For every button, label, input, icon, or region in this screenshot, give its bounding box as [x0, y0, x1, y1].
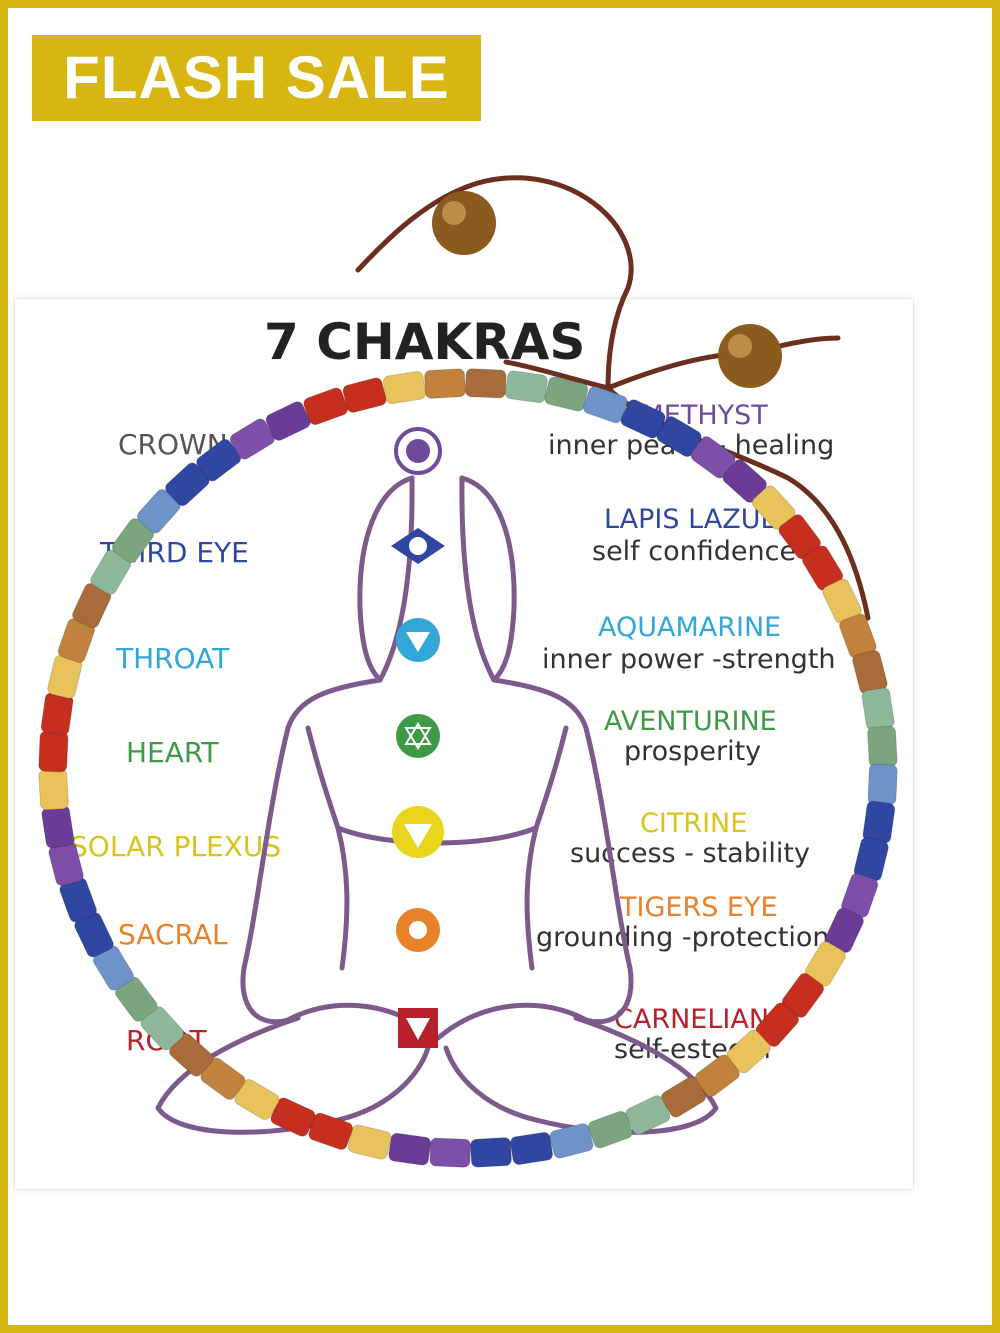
chakra-symbol-icon [391, 427, 445, 1048]
flash-sale-label: FLASH SALE [63, 44, 450, 111]
gemstone-bead [38, 730, 69, 773]
gemstone-bead [347, 1124, 392, 1160]
flash-sale-badge: FLASH SALE [32, 35, 481, 121]
gemstone-bead [303, 387, 349, 426]
gemstone-bead [308, 1112, 354, 1150]
gemstone-bead [867, 725, 898, 768]
meaning-aquamarine: inner power -strength [542, 644, 836, 675]
gemstone-bead [464, 368, 507, 399]
card-title: 7 CHAKRAS [264, 313, 586, 371]
tigers-eye-bead-icon [432, 191, 782, 388]
chakra-name-throat: THROAT [116, 642, 230, 675]
stone-tigers-eye: TIGERS EYE [620, 892, 778, 923]
gemstone-bead [625, 1095, 671, 1135]
gemstone-bead [38, 768, 69, 811]
gemstone-bead [429, 1137, 472, 1168]
stone-lapis-lazuli: LAPIS LAZULI [604, 504, 784, 535]
meaning-tigers-eye: grounding -protection [536, 922, 830, 953]
gemstone-bead [41, 805, 75, 849]
meaning-lapis-lazuli: self confidence [592, 536, 797, 567]
chakra-name-solar-plexus: SOLAR PLEXUS [70, 830, 282, 863]
meaning-aventurine: prosperity [624, 736, 762, 767]
stone-citrine: CITRINE [640, 808, 748, 839]
stone-aquamarine: AQUAMARINE [598, 612, 782, 643]
stone-aventurine: AVENTURINE [604, 706, 777, 737]
chakra-name-sacral: SACRAL [118, 918, 228, 951]
gemstone-bead [504, 370, 548, 404]
gemstone-bead [342, 377, 387, 413]
gemstone-bead [582, 386, 628, 424]
gemstone-bead [470, 1137, 512, 1168]
gemstone-bead [861, 687, 895, 731]
gemstone-bead [270, 1097, 316, 1137]
chakra-name-heart: HEART [126, 736, 219, 769]
meditating-figure-outline-icon [155, 475, 719, 1135]
gemstone-bead [587, 1110, 633, 1149]
gemstone-bead [424, 368, 466, 399]
gemstone-bead [229, 418, 275, 460]
gemstone-bead [661, 1076, 707, 1118]
gemstone-bead [549, 1123, 594, 1159]
gemstone-bead [388, 1132, 432, 1166]
gemstone-bead [544, 376, 589, 412]
stone-carnelian: CARNELIAN [614, 1004, 770, 1035]
gemstone-bead [620, 399, 666, 439]
gemstone-bead [265, 401, 311, 441]
gemstone-bead [382, 370, 427, 405]
gemstone-bead [509, 1131, 554, 1166]
product-artwork [38, 175, 898, 1168]
gemstone-bracelet [38, 368, 898, 1168]
gemstone-bead [867, 763, 898, 806]
